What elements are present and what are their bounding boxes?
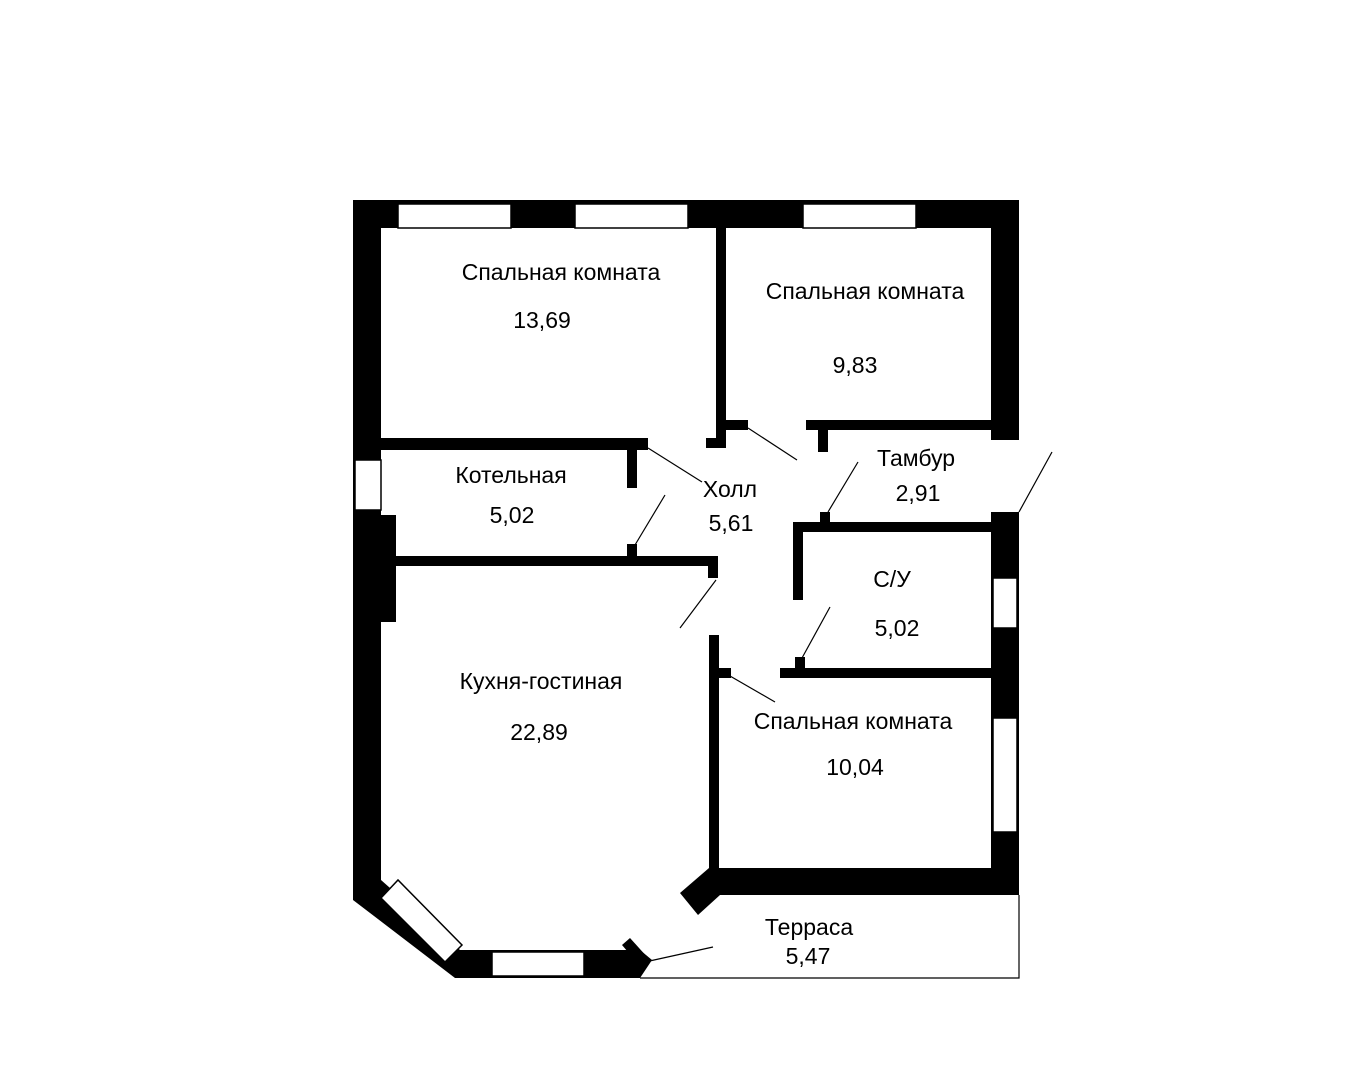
window [802, 203, 917, 229]
window [992, 717, 1018, 833]
room-area: 5,02 [490, 502, 535, 528]
room-name: Тамбур [877, 445, 955, 471]
room-area: 5,02 [875, 615, 920, 641]
bay-pier [622, 938, 648, 966]
interior-wall [706, 438, 726, 448]
interior-wall [780, 668, 991, 678]
room-name: С/У [873, 566, 911, 592]
left-wall [353, 200, 381, 895]
window [992, 577, 1018, 629]
room-area: 9,83 [833, 352, 878, 378]
interior-wall [396, 556, 718, 566]
room-area: 10,04 [826, 754, 884, 780]
room-area: 2,91 [896, 480, 941, 506]
room-name: Кухня-гостиная [460, 668, 623, 694]
window [397, 203, 512, 229]
bottom-wall-corner [680, 868, 720, 915]
terrace-outline [640, 895, 1020, 979]
interior-wall [806, 420, 991, 430]
room-area: 13,69 [513, 307, 571, 333]
room-area: 5,61 [709, 510, 754, 536]
interior-wall [627, 544, 637, 556]
room-area: 22,89 [510, 719, 568, 745]
room-name: Холл [703, 476, 757, 502]
window [491, 951, 585, 977]
interior-wall [795, 657, 805, 668]
room-name: Спальная комната [462, 259, 661, 285]
room-name: Спальная комната [754, 708, 953, 734]
door-swings [634, 427, 1053, 963]
bottom-wall [709, 868, 1019, 895]
room-area: 5,47 [786, 943, 831, 969]
interior-wall [818, 430, 828, 452]
window [379, 878, 464, 964]
interior-wall [708, 566, 718, 578]
room-labels: Спальная комната 13,69 Спальная комната … [455, 259, 964, 969]
interior-wall [820, 512, 830, 522]
interior-wall [627, 450, 637, 488]
room-name: Спальная комната [766, 278, 965, 304]
interior-wall [793, 522, 803, 600]
interior-wall [719, 668, 731, 678]
room-name: Терраса [765, 914, 853, 940]
left-wall-pier [381, 515, 396, 622]
interior-wall [381, 438, 648, 450]
window [574, 203, 689, 229]
interior-wall [716, 228, 726, 448]
window [354, 459, 382, 511]
interior-wall [709, 635, 719, 868]
interior-wall [726, 420, 748, 430]
interior-wall [793, 522, 991, 532]
walls [353, 200, 1020, 979]
room-name: Котельная [455, 462, 566, 488]
right-wall-lower [991, 512, 1019, 895]
right-wall-upper [991, 200, 1019, 440]
